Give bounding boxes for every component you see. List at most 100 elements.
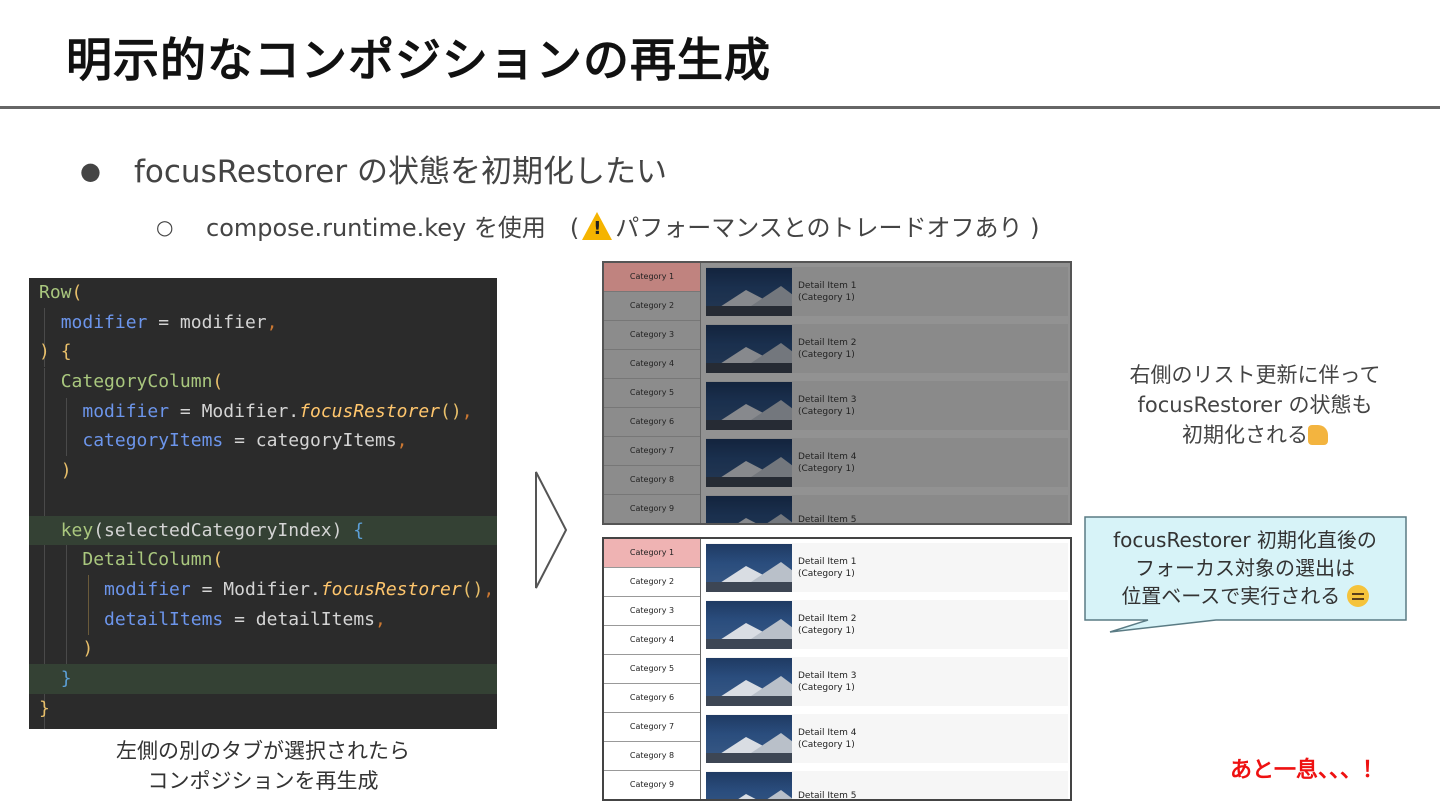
category-item[interactable]: Category 5	[604, 379, 700, 408]
arrow-right-icon	[535, 471, 568, 589]
mountain-thumbnail	[706, 771, 792, 799]
code-line: }	[39, 697, 50, 719]
detail-column: Detail Item 1(Category 1) Detail Item 2(…	[706, 267, 1068, 525]
code-line: DetailColumn(	[82, 549, 224, 571]
detail-item[interactable]: Detail Item 4(Category 1)	[706, 714, 1068, 763]
left-caption-line: コンポジションを再生成	[147, 769, 379, 793]
indent-guide	[44, 308, 45, 367]
detail-title: Detail Item 2	[798, 337, 857, 348]
detail-title: Detail Item 4	[798, 451, 857, 462]
mountain-thumbnail	[706, 381, 792, 430]
detail-item[interactable]: Detail Item 4(Category 1)	[706, 438, 1068, 487]
code-line-highlighted: }	[29, 663, 497, 694]
detail-item[interactable]: Detail Item 2(Category 1)	[706, 600, 1068, 649]
callout-line: 位置ベースで実行される	[1121, 584, 1341, 608]
detail-item[interactable]: Detail Item 1(Category 1)	[706, 543, 1068, 592]
detail-title: Detail Item 1	[798, 280, 857, 291]
detail-title: Detail Item 3	[798, 394, 857, 405]
detail-title: Detail Item 5	[798, 790, 857, 801]
detail-item[interactable]: Detail Item 5	[706, 771, 1068, 801]
mountain-thumbnail	[706, 495, 792, 523]
detail-subtitle: (Category 1)	[798, 625, 855, 636]
code-line: modifier = Modifier.focusRestorer(),	[82, 400, 473, 422]
detail-item[interactable]: Detail Item 2(Category 1)	[706, 324, 1068, 373]
bullet-main-text: focusRestorer の状態を初期化したい	[134, 154, 667, 190]
almost-there-text: あと一息、、、！	[1230, 758, 1385, 783]
column-divider	[700, 539, 701, 799]
code-line: CategoryColumn(	[60, 371, 224, 393]
left-caption: 左側の別のタブが選択されたら コンポジションを再生成	[29, 736, 497, 796]
category-item[interactable]: Category 2	[604, 292, 700, 321]
detail-subtitle: (Category 1)	[798, 292, 855, 303]
callout-line: フォーカス対象の選出は	[1135, 556, 1355, 580]
mountain-thumbnail	[706, 657, 792, 706]
detail-title: Detail Item 3	[798, 670, 857, 681]
category-item[interactable]: Category 1	[604, 263, 700, 292]
left-caption-line: 左側の別のタブが選択されたら	[116, 739, 410, 763]
category-item[interactable]: Category 7	[604, 437, 700, 466]
column-divider	[700, 263, 701, 523]
category-item[interactable]: Category 6	[604, 684, 700, 713]
thumbs-up-icon	[1308, 425, 1328, 445]
category-item[interactable]: Category 3	[604, 597, 700, 626]
callout-text: focusRestorer 初期化直後の フォーカス対象の選出は 位置ベースで実…	[1086, 526, 1404, 610]
indent-guide	[88, 575, 89, 635]
category-item[interactable]: Category 1	[604, 539, 700, 568]
code-line: ) {	[39, 341, 72, 363]
code-line: modifier = modifier,	[60, 311, 278, 333]
right-note: 右側のリスト更新に伴って focusRestorer の状態も 初期化される	[1100, 360, 1410, 450]
bullet-sub: ○compose.runtime.key を使用 (!パフォーマンスとのトレード…	[156, 208, 1040, 243]
code-panel: Row( modifier = modifier, ) { CategoryCo…	[29, 278, 497, 729]
category-item[interactable]: Category 2	[604, 568, 700, 597]
callout-line: focusRestorer 初期化直後の	[1113, 528, 1377, 552]
slide-title: 明示的なコンポジションの再生成	[66, 33, 771, 87]
category-item[interactable]: Category 4	[604, 626, 700, 655]
category-item[interactable]: Category 7	[604, 713, 700, 742]
category-item[interactable]: Category 9	[604, 771, 700, 799]
category-column: Category 1 Category 2 Category 3 Categor…	[604, 539, 700, 799]
category-item[interactable]: Category 8	[604, 742, 700, 771]
bullet-circle-icon: ○	[156, 215, 174, 239]
category-item[interactable]: Category 3	[604, 321, 700, 350]
right-note-line-last: 初期化される	[1100, 420, 1410, 450]
detail-subtitle: (Category 1)	[798, 682, 855, 693]
indent-guide	[66, 398, 67, 456]
detail-title: Detail Item 5	[798, 514, 857, 525]
code-line: detailItems = detailItems,	[104, 608, 386, 630]
detail-subtitle: (Category 1)	[798, 406, 855, 417]
detail-subtitle: (Category 1)	[798, 349, 855, 360]
detail-title: Detail Item 1	[798, 556, 857, 567]
detail-item[interactable]: Detail Item 3(Category 1)	[706, 657, 1068, 706]
detail-item[interactable]: Detail Item 3(Category 1)	[706, 381, 1068, 430]
mountain-thumbnail	[706, 714, 792, 763]
neutral-face-icon	[1346, 585, 1369, 607]
code-line: )	[82, 638, 94, 660]
mountain-thumbnail	[706, 324, 792, 373]
detail-item[interactable]: Detail Item 5	[706, 495, 1068, 525]
right-note-line: 初期化される	[1182, 423, 1308, 447]
code-line	[29, 486, 497, 516]
right-note-line: 右側のリスト更新に伴って	[1129, 363, 1381, 387]
bullet-sub-text-b: パフォーマンスとのトレードオフあり )	[615, 214, 1040, 242]
mountain-thumbnail	[706, 600, 792, 649]
indent-guide	[44, 368, 45, 729]
detail-subtitle: (Category 1)	[798, 463, 855, 474]
bullet-main: ● focusRestorer の状態を初期化したい	[80, 146, 667, 191]
category-item[interactable]: Category 9	[604, 495, 700, 523]
detail-subtitle: (Category 1)	[798, 739, 855, 750]
callout-bubble	[1084, 516, 1407, 633]
code-line: Row(	[39, 282, 83, 303]
detail-column: Detail Item 1(Category 1) Detail Item 2(…	[706, 543, 1068, 801]
code-line: modifier = Modifier.focusRestorer(),	[104, 578, 495, 600]
code-line-highlighted: key(selectedCategoryIndex) {	[29, 515, 497, 546]
mountain-thumbnail	[706, 543, 792, 592]
category-item[interactable]: Category 8	[604, 466, 700, 495]
bullet-dot-icon: ●	[80, 157, 101, 185]
detail-item[interactable]: Detail Item 1(Category 1)	[706, 267, 1068, 316]
category-item[interactable]: Category 4	[604, 350, 700, 379]
category-item[interactable]: Category 5	[604, 655, 700, 684]
indent-guide	[66, 545, 67, 665]
app-screenshot-after: Category 1 Category 2 Category 3 Categor…	[602, 537, 1072, 801]
category-item[interactable]: Category 6	[604, 408, 700, 437]
mountain-thumbnail	[706, 267, 792, 316]
